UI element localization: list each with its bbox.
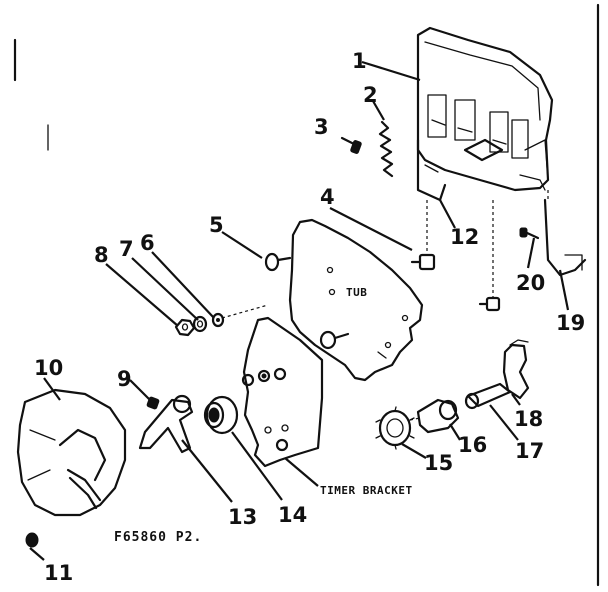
callout-3: 3	[314, 115, 329, 139]
callout-leader-lines	[29, 60, 570, 561]
screw-part-5	[264, 252, 292, 272]
housing-base-bracket-part	[416, 138, 447, 202]
scan-edge-marks	[13, 3, 600, 587]
callout-5: 5	[209, 213, 224, 237]
callout-9: 9	[117, 367, 132, 391]
clip-part-19	[543, 190, 587, 277]
knob-shaft-part-13	[138, 394, 194, 454]
callout-17: 17	[515, 439, 544, 463]
small-nut-part-9	[146, 396, 160, 410]
washer-part-7	[192, 315, 208, 333]
nut-part-8	[174, 318, 196, 337]
callout-11: 11	[44, 561, 73, 585]
callout-16: 16	[458, 433, 487, 457]
callout-19: 19	[556, 311, 585, 335]
callout-14: 14	[278, 503, 307, 527]
callout-6: 6	[140, 231, 155, 255]
washer-part-6	[211, 312, 225, 328]
screw-part-20	[519, 227, 540, 240]
spring-part	[378, 120, 394, 178]
callout-4: 4	[320, 185, 335, 209]
timer-housing-part	[416, 26, 554, 192]
tub-plate-part	[288, 218, 424, 382]
gear-part-15	[375, 406, 415, 450]
coupling-part-16	[409, 398, 460, 434]
callout-20: 20	[516, 271, 545, 295]
set-screw-part-11	[25, 532, 39, 548]
mount-axis-line	[221, 304, 269, 319]
callout-15: 15	[424, 451, 453, 475]
figure-code: F65860 P2.	[114, 530, 202, 545]
actuator-part-18	[502, 339, 530, 400]
callout-12: 12	[450, 225, 479, 249]
callout-7: 7	[119, 237, 134, 261]
timer-bracket-label: TIMER BRACKET	[320, 484, 413, 497]
stud-part-4	[410, 200, 436, 271]
bracket-nuts	[241, 367, 287, 387]
screw-plate-lower	[319, 330, 350, 350]
screw-part-3	[340, 136, 362, 154]
tub-label: TUB	[346, 286, 367, 299]
callout-10: 10	[34, 356, 63, 380]
stud-part-lower	[478, 200, 501, 312]
callout-1: 1	[352, 49, 367, 73]
callout-8: 8	[94, 243, 109, 267]
timer-knob-part-10	[16, 388, 127, 517]
cam-shaft-part-17	[464, 382, 512, 410]
callout-18: 18	[514, 407, 543, 431]
callout-13: 13	[228, 505, 257, 529]
callout-2: 2	[363, 83, 378, 107]
hub-nut-part-14	[203, 395, 239, 435]
callout-numbers: 1 2 3 4 5 6 7 8 9 10 11 12 13 14 15 16 1…	[34, 49, 585, 585]
